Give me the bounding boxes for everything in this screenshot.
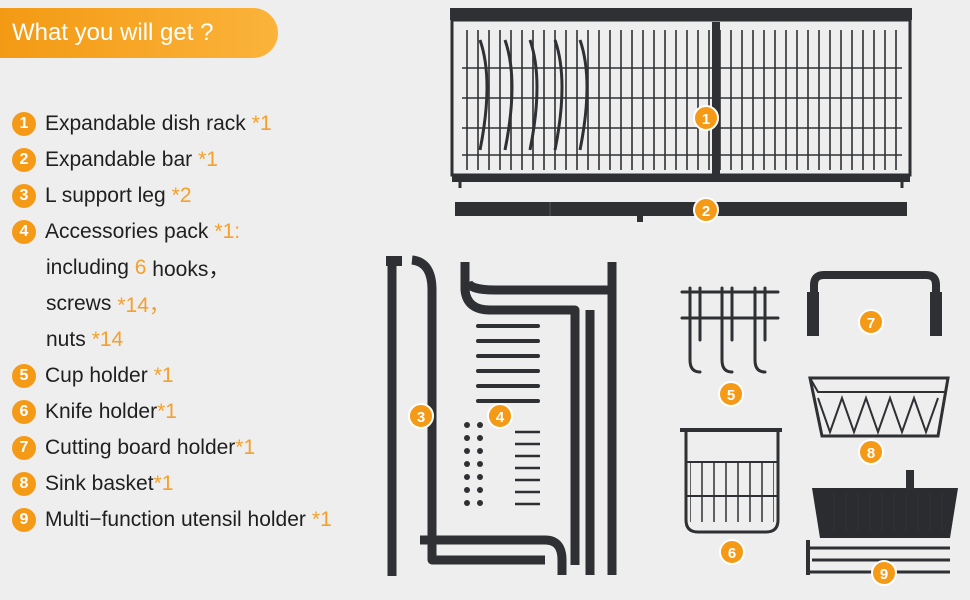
number-badge: 8	[12, 472, 36, 496]
number-badge: 5	[12, 364, 36, 388]
svg-text:9: 9	[880, 566, 888, 583]
badge-7: 7	[858, 309, 884, 335]
number-badge: 2	[12, 148, 36, 172]
item-quantity: *1	[235, 436, 256, 459]
number-badge: 9	[12, 508, 36, 532]
item-label: Knife holder	[45, 400, 158, 423]
svg-text:7: 7	[867, 315, 875, 332]
nuts-quantity: *14	[91, 328, 124, 351]
dish-rack-image	[450, 8, 912, 188]
number-badge: 3	[12, 184, 36, 208]
svg-text:3: 3	[417, 409, 425, 426]
badge-9: 9	[871, 560, 897, 586]
list-item: 3 L support leg *2	[12, 178, 332, 214]
item-label: Cutting board holder	[45, 436, 236, 459]
item-quantity: *1	[157, 400, 177, 423]
list-item: 8 Sink basket *1	[12, 466, 332, 502]
badge-2: 2	[693, 197, 719, 223]
item-label: Multi−function utensil holder	[45, 508, 306, 531]
svg-text:1: 1	[702, 111, 710, 128]
item-quantity: *1	[311, 508, 332, 531]
badge-1: 1	[693, 105, 719, 131]
badge-8: 8	[858, 439, 884, 465]
cup-holder-image	[680, 286, 780, 374]
sink-basket-image	[808, 376, 950, 438]
header-title: What you will get ?	[12, 19, 214, 46]
support-leg-image	[386, 255, 617, 576]
accessories-detail-line: including 6 hooks，	[12, 250, 332, 286]
item-quantity: *1:	[214, 220, 241, 243]
svg-text:2: 2	[702, 203, 710, 220]
utensil-holder-image	[806, 470, 958, 575]
item-quantity: *1	[198, 148, 218, 171]
expandable-bar-image	[455, 202, 907, 222]
hooks-count: 6	[134, 256, 147, 279]
item-quantity: *2	[171, 184, 192, 207]
badge-6: 6	[719, 539, 745, 565]
list-item: 5 Cup holder *1	[12, 358, 332, 394]
svg-text:6: 6	[728, 545, 736, 562]
item-label: Expandable dish rack	[45, 112, 246, 135]
knife-holder-image	[680, 428, 782, 534]
accessories-detail-line: screws *14，	[12, 286, 332, 322]
number-badge: 7	[12, 436, 36, 460]
header-banner: What you will get ?	[0, 8, 278, 58]
badge-4: 4	[487, 403, 513, 429]
list-item: 2 Expandable bar *1	[12, 142, 332, 178]
screws-quantity: *14，	[117, 294, 170, 317]
list-item: 7 Cutting board holder *1	[12, 430, 332, 466]
item-quantity: *1	[251, 112, 272, 135]
item-label: L support leg	[45, 184, 166, 207]
cutting-board-holder-image	[807, 271, 942, 336]
item-label: Expandable bar	[45, 148, 193, 171]
accessories-pack-image	[464, 324, 540, 506]
list-item: 6 Knife holder *1	[12, 394, 332, 430]
accessories-detail-line: nuts *14	[12, 322, 332, 358]
contents-list: 1 Expandable dish rack *1 2 Expandable b…	[12, 106, 332, 538]
detail-text: nuts	[46, 328, 86, 351]
item-label: Sink basket	[45, 472, 154, 495]
detail-text: hooks，	[152, 258, 230, 281]
list-item: 4 Accessories pack *1:	[12, 214, 332, 250]
number-badge: 4	[12, 220, 36, 244]
detail-text: including	[46, 256, 129, 279]
badge-3: 3	[408, 403, 434, 429]
badge-5: 5	[718, 381, 744, 407]
list-item: 1 Expandable dish rack *1	[12, 106, 332, 142]
item-label: Accessories pack	[45, 220, 209, 243]
item-quantity: *1	[153, 472, 174, 495]
svg-text:5: 5	[727, 387, 735, 404]
svg-text:8: 8	[867, 445, 875, 462]
number-badge: 6	[12, 400, 36, 424]
number-badge: 1	[12, 112, 36, 136]
item-quantity: *1	[153, 364, 174, 387]
list-item: 9 Multi−function utensil holder *1	[12, 502, 332, 538]
detail-text: screws	[46, 292, 112, 315]
svg-text:4: 4	[496, 409, 505, 426]
item-label: Cup holder	[45, 364, 148, 387]
